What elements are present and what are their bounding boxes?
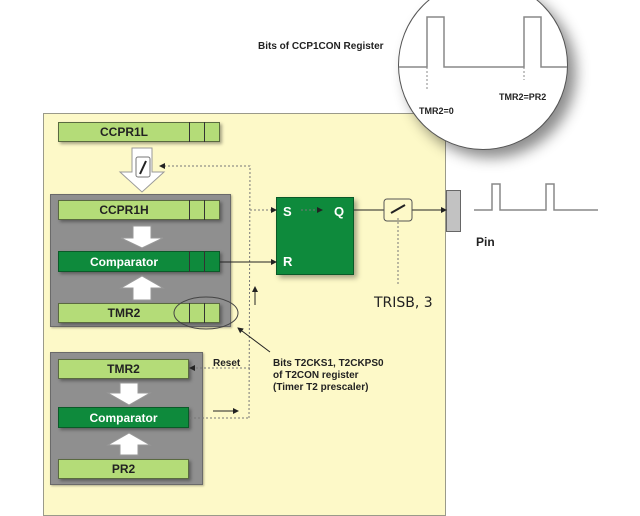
register-pr2: PR2 (58, 459, 189, 479)
comparator-bottom: Comparator (58, 407, 189, 428)
prescaler-note-line: (Timer T2 prescaler) (273, 382, 369, 393)
register-tmr2-top: TMR2 (58, 303, 220, 323)
register-ccpr1l: CCPR1L (58, 122, 220, 142)
diagram-title: Bits of CCP1CON Register (258, 41, 384, 52)
arrow-tmr2-to-comparator (119, 275, 165, 301)
tmr2-top-label: TMR2 (107, 306, 141, 320)
prescaler-note: Bits T2CKS1, T2CKPS0 of T2CON register (… (273, 358, 384, 394)
flipflop-r-label: R (283, 254, 293, 269)
waveform-magnifier: TMR2=0 TMR2=PR2 (398, 0, 568, 150)
prescaler-note-line: Bits T2CKS1, T2CKPS0 (273, 358, 384, 369)
comparator-top: Comparator (58, 251, 220, 272)
connectors (106, 147, 598, 456)
register-ccpr1h: CCPR1H (58, 200, 220, 220)
flipflop-q-label: Q (334, 204, 345, 219)
comparator-top-label: Comparator (89, 254, 158, 269)
ccpr1h-label: CCPR1H (99, 203, 149, 217)
ccpr1l-label: CCPR1L (99, 125, 148, 139)
trisb-switch-icon (383, 198, 413, 222)
arrow-pr2-to-comparator (106, 432, 152, 456)
sr-flipflop: S Q R (276, 197, 354, 275)
flipflop-s-label: S (283, 204, 292, 219)
magnified-pwm-waveform (399, 16, 567, 91)
reset-label: Reset (213, 358, 241, 369)
pin-waveform (474, 183, 598, 211)
tmr2-pr2-label: TMR2=PR2 (499, 92, 547, 102)
arrow-ccpr1h-to-comparator (120, 225, 164, 249)
prescaler-note-line: of T2CON register (273, 370, 359, 381)
trisb-label: TRISB, 3 (374, 295, 433, 311)
pin-label: Pin (476, 235, 495, 249)
prescaler-highlight-ellipse (173, 296, 239, 330)
tmr2-zero-label: TMR2=0 (419, 106, 454, 116)
arrow-tmr2-to-comparator-bottom (106, 382, 152, 406)
register-tmr2-bottom: TMR2 (58, 359, 189, 379)
